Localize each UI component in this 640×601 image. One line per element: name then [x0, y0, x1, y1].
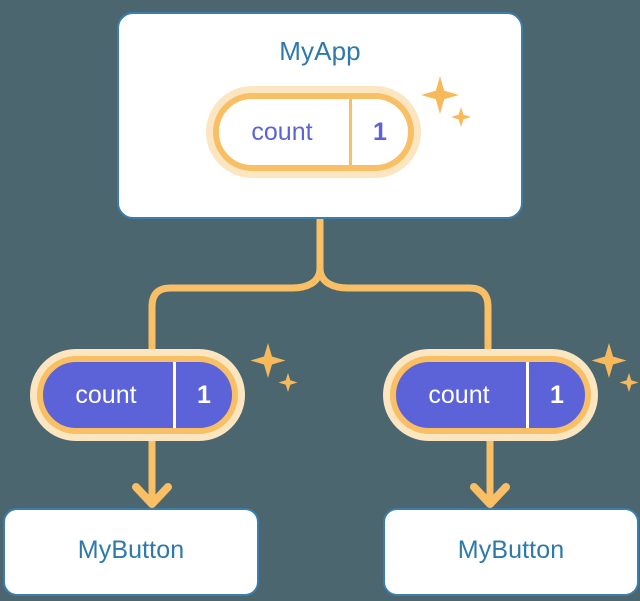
app-state-pill-value: 1 — [349, 99, 408, 165]
connector-arrow-right-head — [470, 483, 510, 508]
app-state-pill[interactable]: count 1 — [213, 93, 414, 171]
sparkle-icon — [250, 343, 298, 392]
button-component-box-left[interactable]: MyButton — [3, 508, 259, 596]
button-component-title-left: MyButton — [77, 536, 185, 564]
right-state-pill-value: 1 — [526, 362, 585, 428]
connector-trunk-split — [148, 215, 492, 360]
right-state-pill[interactable]: count 1 — [390, 356, 591, 434]
button-component-box-right[interactable]: MyButton — [383, 508, 639, 596]
left-state-pill-key: count — [75, 380, 137, 409]
button-component-title-right: MyButton — [457, 536, 565, 564]
sparkle-icon — [592, 343, 639, 392]
app-component-title: MyApp — [279, 36, 361, 66]
connector-arrow-left-head — [132, 483, 172, 508]
left-state-pill-value: 1 — [173, 362, 232, 428]
left-state-pill[interactable]: count 1 — [37, 356, 238, 434]
right-state-pill-key: count — [428, 380, 490, 409]
app-state-pill-key: count — [251, 117, 313, 146]
